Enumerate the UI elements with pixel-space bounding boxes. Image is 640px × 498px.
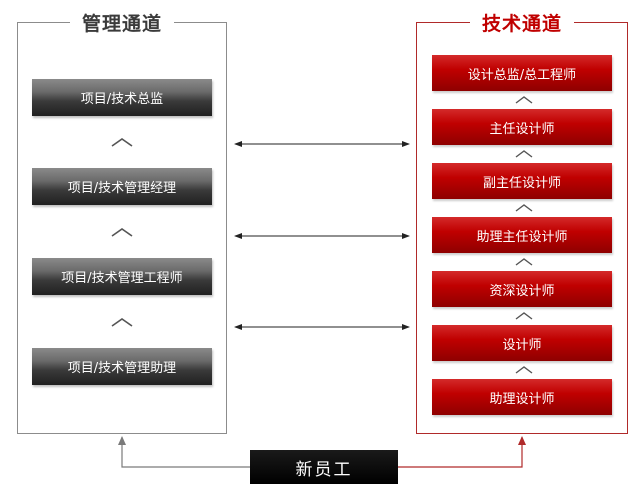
arrow-up-icon (398, 436, 526, 468)
chevron-up-icon (515, 258, 533, 266)
technical-channel-title: 技术通道 (469, 13, 574, 35)
management-level-4: 项目/技术管理助理 (32, 348, 212, 385)
arrow-up-icon (118, 436, 250, 468)
management-level-1: 项目/技术总监 (32, 79, 212, 116)
chevron-up-icon (515, 150, 533, 158)
management-channel-panel: 管理通道 项目/技术总监 项目/技术管理经理 项目/技术管理工程师 项目/技术管… (17, 13, 227, 434)
technical-level-6: 设计师 (432, 325, 612, 361)
management-level-2: 项目/技术管理经理 (32, 168, 212, 205)
technical-level-7: 助理设计师 (432, 379, 612, 415)
chevron-up-icon (111, 228, 133, 237)
technical-level-4: 助理主任设计师 (432, 217, 612, 253)
chevron-up-icon (111, 318, 133, 327)
chevron-up-icon (111, 138, 133, 147)
new-employee-box: 新员工 (250, 450, 398, 484)
chevron-up-icon (515, 96, 533, 104)
technical-level-1: 设计总监/总工程师 (432, 55, 612, 91)
technical-channel-title-wrap: 技术通道 (417, 9, 627, 36)
technical-level-5: 资深设计师 (432, 271, 612, 307)
management-channel-title-wrap: 管理通道 (18, 9, 226, 36)
chevron-up-icon (515, 312, 533, 320)
technical-level-3: 副主任设计师 (432, 163, 612, 199)
technical-channel-panel: 技术通道 设计总监/总工程师 主任设计师 副主任设计师 助理主任设计师 资深设计… (416, 13, 628, 434)
management-channel-title: 管理通道 (69, 13, 174, 35)
chevron-up-icon (515, 204, 533, 212)
management-level-3: 项目/技术管理工程师 (32, 258, 212, 295)
technical-level-2: 主任设计师 (432, 109, 612, 145)
chevron-up-icon (515, 366, 533, 374)
